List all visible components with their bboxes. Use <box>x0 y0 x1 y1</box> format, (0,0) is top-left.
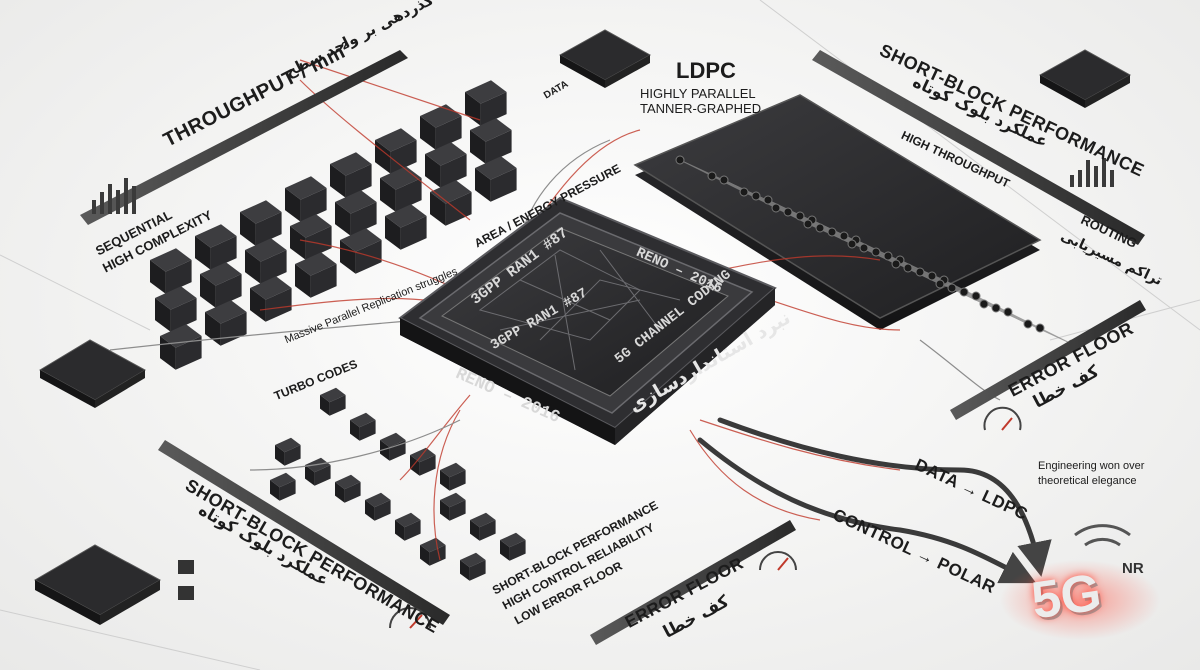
city-map-lines <box>478 249 681 371</box>
turbo-block <box>440 492 466 521</box>
processing-block <box>475 156 517 202</box>
tanner-node <box>675 155 685 165</box>
turbo-block <box>275 437 301 466</box>
engineering-note-line2: theoretical elegance <box>1038 475 1137 487</box>
processing-block <box>250 276 292 322</box>
processing-block <box>285 176 327 222</box>
turbo-block <box>470 512 496 541</box>
tanner-node <box>751 191 761 201</box>
processing-block <box>295 252 337 298</box>
tanner-node <box>979 299 989 309</box>
processing-block <box>200 262 242 308</box>
tanner-node <box>1003 307 1013 317</box>
processing-block <box>195 224 237 270</box>
ldpc-board <box>633 94 1077 349</box>
turbo-block <box>305 457 331 486</box>
ldpc-sub1: HIGHLY PARALLEL <box>640 86 756 101</box>
tanner-node <box>903 263 913 273</box>
ldpc-title: LDPC <box>676 58 736 83</box>
tanner-node <box>795 211 805 221</box>
central-chip <box>398 196 777 445</box>
5g-nr-logo-glow <box>1000 524 1160 640</box>
processing-block <box>425 142 467 188</box>
tanner-node <box>763 195 773 205</box>
processing-block <box>380 166 422 212</box>
turbo-block-graph <box>270 387 526 581</box>
tanner-node <box>771 203 781 213</box>
chip-icon-left <box>38 339 147 408</box>
turbo-block <box>440 462 466 491</box>
5g-logo-text: 5G <box>1028 563 1105 631</box>
processing-block <box>470 118 512 164</box>
processing-block <box>245 238 287 284</box>
chip-icon-top <box>558 29 652 88</box>
processing-block <box>160 324 202 370</box>
tanner-node <box>1035 323 1045 333</box>
turbo-block <box>500 532 526 561</box>
tanner-node <box>915 267 925 277</box>
tanner-node <box>971 291 981 301</box>
histogram-icons <box>92 158 1114 214</box>
turbo-block <box>270 472 296 501</box>
tanner-node <box>847 239 857 249</box>
processing-block <box>340 228 382 274</box>
tanner-node <box>871 247 881 257</box>
turbo-block <box>410 447 436 476</box>
processing-block <box>385 204 427 250</box>
turbo-block <box>350 412 376 441</box>
tanner-node <box>927 271 937 281</box>
tanner-node <box>935 279 945 289</box>
processing-block <box>240 200 282 246</box>
tanner-node <box>1023 319 1033 329</box>
processing-block <box>375 128 417 174</box>
tanner-node <box>815 223 825 233</box>
processing-block <box>465 80 507 126</box>
tanner-node <box>991 303 1001 313</box>
engineering-note-line1: Engineering won over <box>1038 460 1145 472</box>
tanner-node <box>839 231 849 241</box>
tanner-node <box>959 287 969 297</box>
tanner-node <box>783 207 793 217</box>
turbo-block <box>365 492 391 521</box>
processing-block <box>420 104 462 150</box>
turbo-block <box>335 474 361 503</box>
tanner-graph <box>675 155 1077 349</box>
chip-icon-top-right <box>1038 49 1132 108</box>
axis-bars <box>80 50 1146 645</box>
turbo-block <box>420 537 446 566</box>
ldpc-sub2: TANNER-GRAPHED <box>640 101 762 116</box>
tanner-node <box>803 219 813 229</box>
turbo-block <box>320 387 346 416</box>
nr-logo-text: NR <box>1122 560 1144 577</box>
gauge-icons <box>389 406 1022 629</box>
turbo-block <box>460 552 486 581</box>
processing-block <box>430 180 472 226</box>
turbo-block <box>380 432 406 461</box>
tanner-node <box>947 283 957 293</box>
tanner-node <box>891 259 901 269</box>
tanner-node <box>827 227 837 237</box>
tanner-node <box>707 171 717 181</box>
processing-block <box>290 214 332 260</box>
processing-block <box>335 190 377 236</box>
tanner-node <box>719 175 729 185</box>
tanner-node <box>883 251 893 261</box>
tanner-node <box>859 243 869 253</box>
output-arrows <box>697 417 1052 584</box>
processing-block <box>150 248 192 294</box>
processing-block <box>155 286 197 332</box>
processing-block <box>330 152 372 198</box>
tanner-node <box>739 187 749 197</box>
turbo-block <box>395 512 421 541</box>
chip-icon-bottom-left <box>33 544 194 625</box>
